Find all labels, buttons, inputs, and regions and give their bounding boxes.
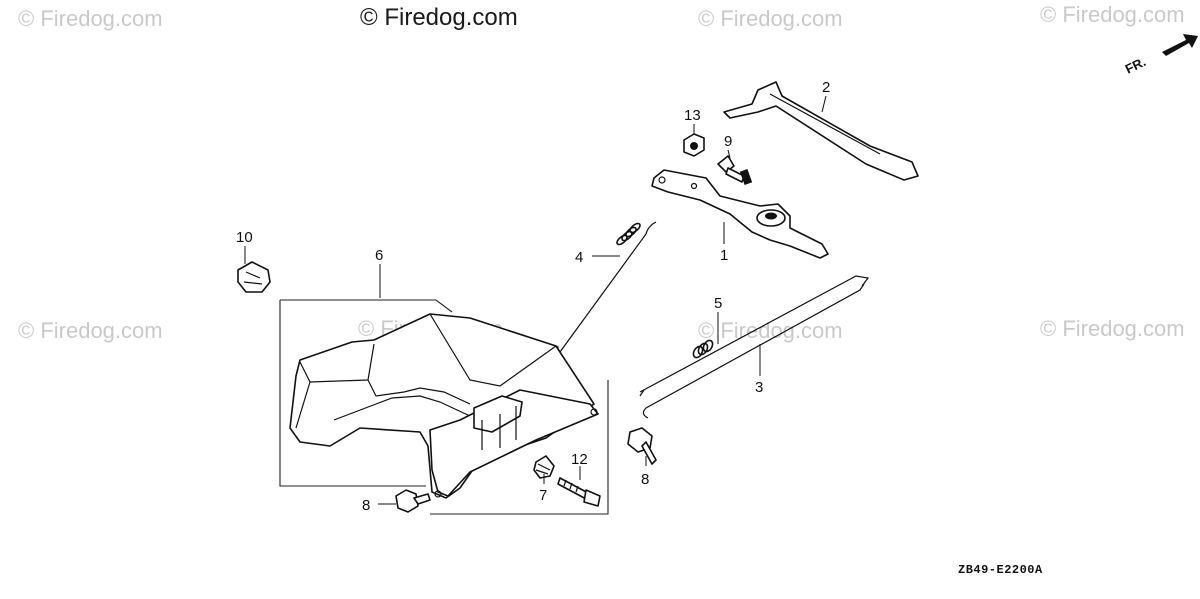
leader-lines (244, 95, 827, 505)
callout-7: 7 (539, 487, 547, 504)
part-12-long-bolt (557, 477, 601, 507)
callout-1: 1 (720, 247, 728, 264)
watermark-faint: © Firedog.com (1040, 2, 1185, 27)
watermark-faint: © Firedog.com (18, 318, 163, 343)
callout-13: 13 (684, 107, 701, 124)
callout-4: 4 (575, 249, 583, 266)
callout-2: 2 (822, 79, 830, 96)
watermark-main: © Firedog.com (360, 4, 518, 31)
callouts: 2 13 9 1 4 10 6 5 3 8 8 7 12 (236, 79, 830, 514)
callout-6: 6 (375, 247, 383, 264)
part-1-main-lever (651, 169, 829, 259)
callout-3: 3 (755, 379, 763, 396)
part-9-bolt (717, 155, 753, 185)
part-7-spring (533, 455, 555, 479)
watermark-faint: © Firedog.com (698, 6, 843, 31)
part-5-spring (692, 339, 714, 359)
watermark-faint: © Firedog.com (1040, 316, 1185, 341)
part-10-clip (237, 261, 271, 293)
part-3-rod (639, 275, 870, 419)
part-13-nut (683, 133, 705, 157)
part-6-cover (279, 299, 609, 515)
diagram-code: ZB49-E2200A (958, 563, 1043, 577)
watermark-faint: © Firedog.com (18, 6, 163, 31)
front-direction-arrow: FR. (1123, 34, 1198, 77)
callout-12: 12 (571, 451, 588, 468)
callout-5: 5 (714, 295, 722, 312)
callout-9: 9 (724, 133, 732, 150)
part-8-bolt-left (395, 489, 431, 513)
part-2-upper-lever (723, 81, 919, 181)
callout-8-right: 8 (641, 471, 649, 488)
callout-10: 10 (236, 229, 253, 246)
part-4-spring-rod (555, 221, 657, 363)
part-8-bolt-right (627, 427, 657, 465)
front-label: FR. (1123, 54, 1148, 77)
callout-8-left: 8 (362, 497, 370, 514)
